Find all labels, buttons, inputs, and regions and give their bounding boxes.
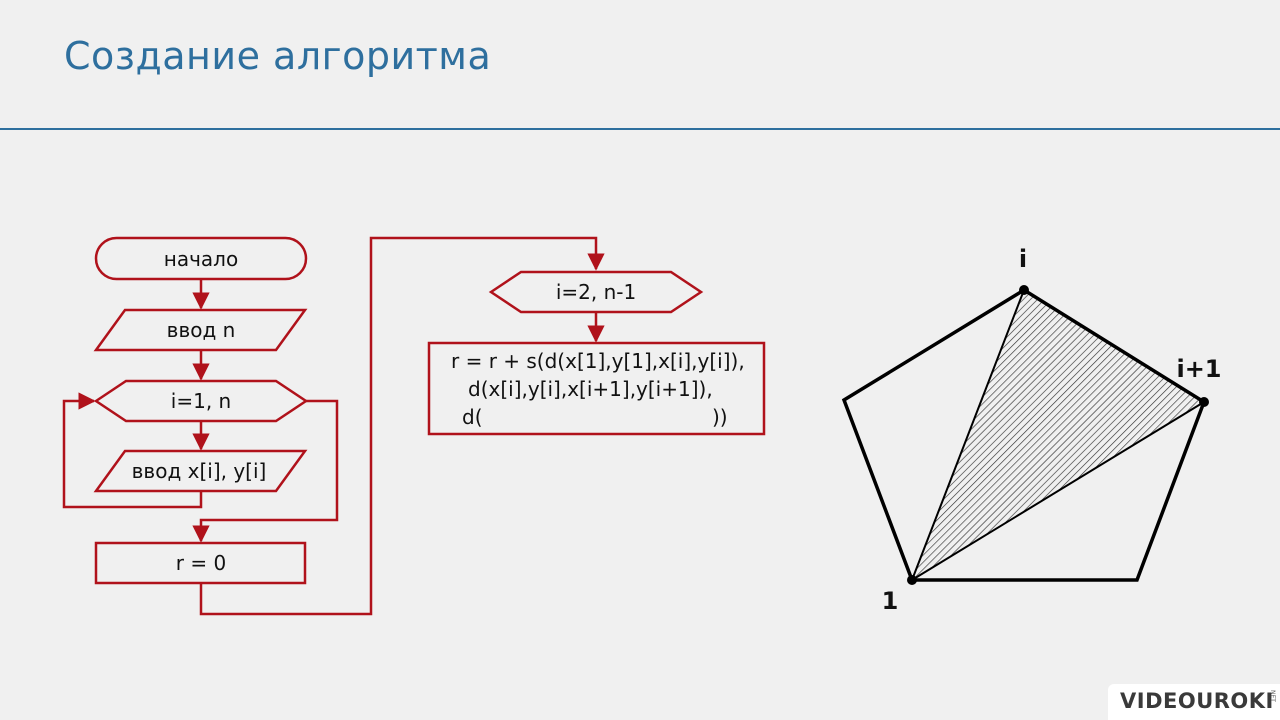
formula-line-3-start: d( (462, 405, 483, 429)
start-label: начало (164, 247, 238, 271)
input-n-label: ввод n (167, 318, 236, 342)
pentagon-outline (841, 287, 1207, 582)
vertex-i1-label: i+1 (1176, 355, 1221, 383)
triangle-edge-1-i (911, 289, 1025, 581)
loop1-exit-line (192, 399, 339, 543)
init-r-label: r = 0 (176, 551, 226, 575)
input-xy-label: ввод x[i], y[i] (132, 459, 267, 483)
slide-title: Создание алгоритма (64, 34, 492, 78)
vertex-1-label: 1 (882, 587, 899, 615)
vertex-i-label: i (1019, 245, 1027, 273)
loop2-label: i=2, n-1 (556, 280, 636, 304)
loop1-return-line (62, 392, 203, 509)
triangle-edge-1-i1 (911, 401, 1205, 581)
logo-suffix: NET (1269, 690, 1276, 702)
vertex-i1-dot (1199, 397, 1209, 407)
hatched-triangle (912, 290, 1204, 580)
loop2-hexagon (488, 270, 704, 314)
connector-to-loop2 (199, 236, 605, 616)
polygon-figure (841, 285, 1209, 585)
vertex-i-dot (1019, 285, 1029, 295)
formula-line-3-end: )) (712, 405, 728, 429)
flowchart (62, 236, 766, 616)
input-xy-block (93, 449, 308, 493)
vertex-1-dot (907, 575, 917, 585)
formula-line-2: d(x[i],y[i],x[i+1],y[i+1]), (468, 377, 713, 401)
input-n-block (93, 308, 308, 352)
loop1-label: i=1, n (171, 389, 231, 413)
logo-text: VIDEOUROKI (1120, 689, 1274, 713)
formula-block (427, 341, 766, 436)
watermark-logo: VIDEOUROKI NET (1108, 684, 1280, 720)
formula-line-1: r = r + s(d(x[1],y[1],x[i],y[i]), (451, 349, 745, 373)
title-divider (0, 128, 1280, 130)
